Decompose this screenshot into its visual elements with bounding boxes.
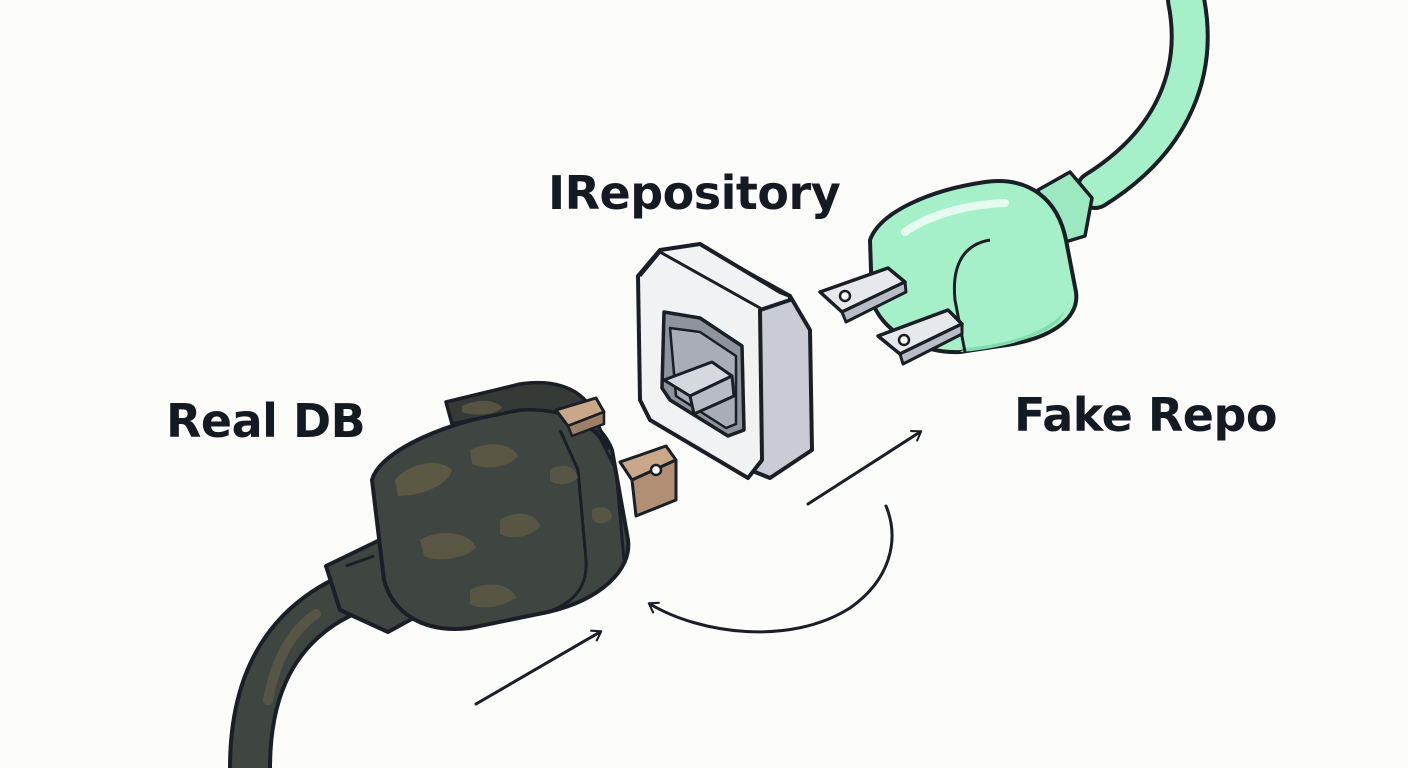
clean-power-plug-icon — [818, 0, 1210, 366]
swap-arrows-icon — [474, 430, 923, 706]
dirty-power-plug-icon — [228, 380, 678, 768]
interface-label: IRepository — [548, 166, 841, 220]
fake-repo-label: Fake Repo — [1014, 388, 1278, 442]
socket-icon — [636, 242, 814, 480]
real-db-label: Real DB — [166, 394, 366, 448]
